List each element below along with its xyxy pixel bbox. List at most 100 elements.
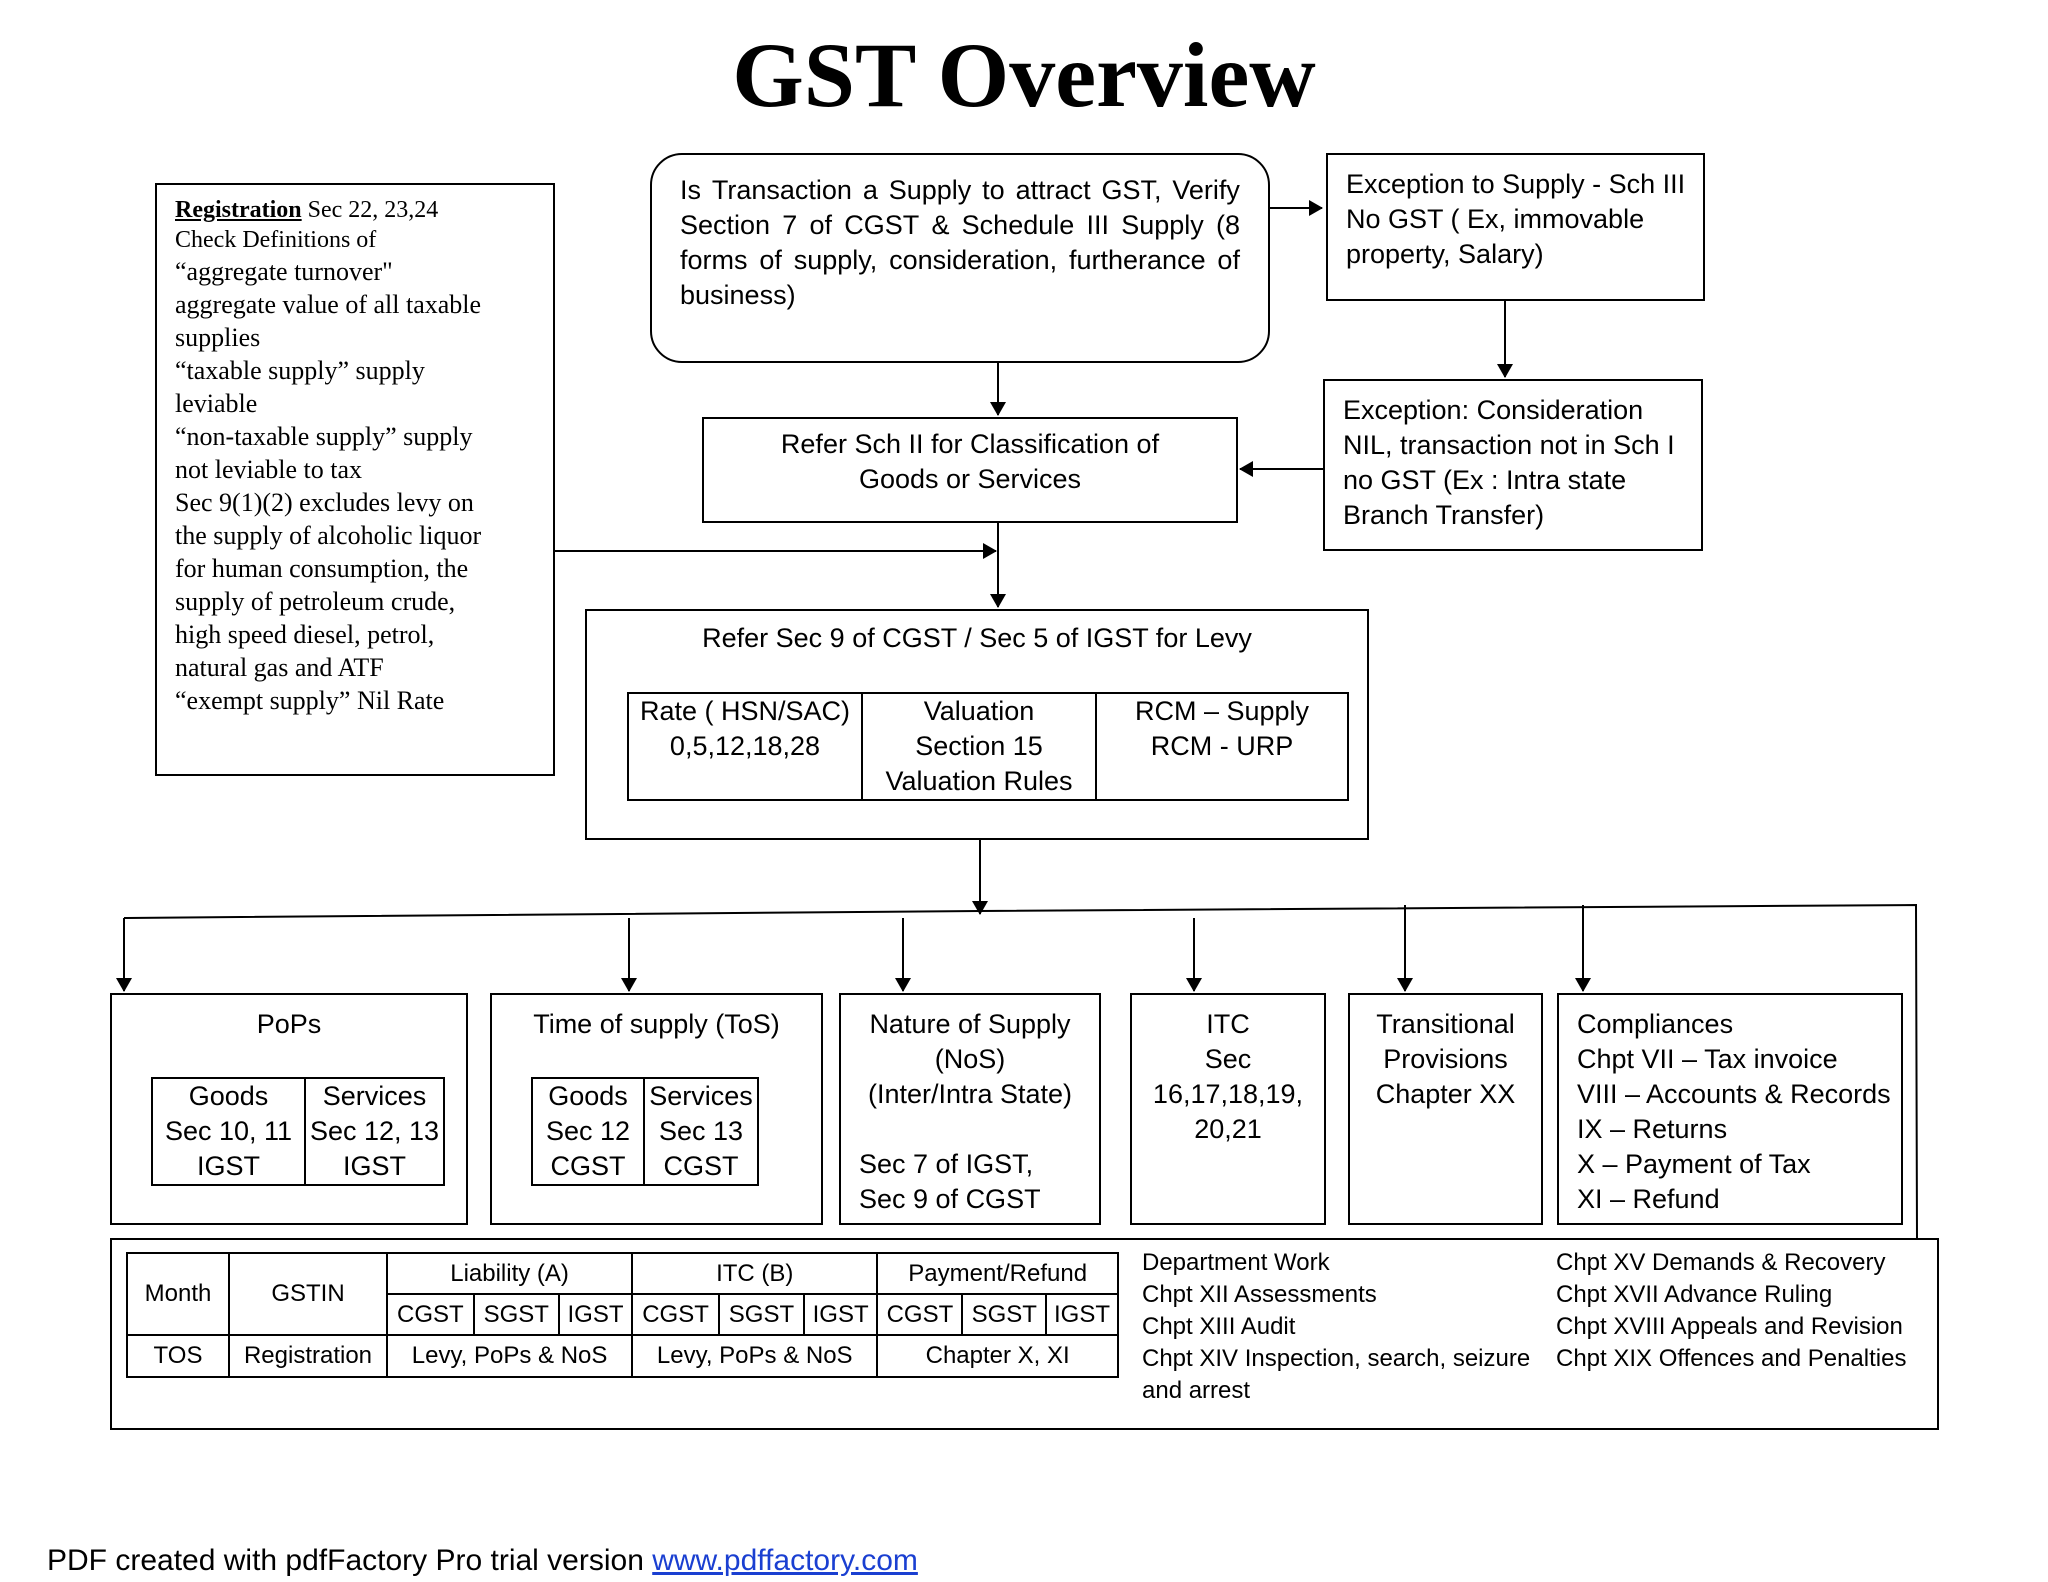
levy-box: Refer Sec 9 of CGST / Sec 5 of IGST for …: [585, 609, 1369, 840]
returns-row-liability: Levy, PoPs & NoS: [385, 1334, 634, 1378]
tos-services-line: CGST: [663, 1151, 739, 1181]
compliances-line: XI – Refund: [1577, 1184, 1720, 1214]
registration-line: not leviable to tax: [175, 455, 363, 484]
exception-consideration-line: no GST (Ex : Intra state: [1343, 465, 1627, 495]
levy-rate-line: 0,5,12,18,28: [669, 731, 821, 761]
footer-text: PDF created with pdfFactory Pro trial ve…: [47, 1544, 653, 1577]
transitional-line: Provisions: [1383, 1044, 1508, 1074]
returns-gstin-header: GSTIN: [228, 1252, 388, 1336]
tos-goods-line: Sec 12: [545, 1116, 631, 1146]
registration-box: Registration Sec 22, 23,24 Check Definit…: [155, 183, 555, 776]
levy-rcm-line: RCM - URP: [1150, 731, 1294, 761]
chapter-line: Chpt XIX Offences and Penalties: [1556, 1345, 1907, 1372]
chapter-line: Chpt XV Demands & Recovery: [1556, 1249, 1886, 1276]
returns-tax-header: SGST: [961, 1293, 1047, 1336]
classification-line: Goods or Services: [858, 464, 1082, 494]
returns-tax-header: CGST: [876, 1293, 964, 1336]
returns-tax-header: SGST: [472, 1293, 560, 1336]
compliances-box: Compliances Chpt VII – Tax invoice VIII …: [1557, 993, 1903, 1225]
tos-box: Time of supply (ToS) Goods Sec 12 CGST S…: [490, 993, 823, 1225]
nos-box: Nature of Supply (NoS) (Inter/Intra Stat…: [839, 993, 1101, 1225]
pops-table: Goods Sec 10, 11 IGST Services Sec 12, 1…: [151, 1077, 445, 1186]
classification-line: Refer Sch II for Classification of: [780, 429, 1160, 459]
itc-line: 16,17,18,19,: [1152, 1079, 1304, 1109]
levy-valuation-line: Valuation: [923, 696, 1035, 726]
itc-line: 20,21: [1194, 1114, 1262, 1144]
registration-heading: Registration: [175, 197, 302, 223]
classification-box: Refer Sch II for Classification of Goods…: [702, 417, 1238, 523]
registration-line: “taxable supply” supply: [175, 356, 425, 385]
exception-supply-box: Exception to Supply - Sch III No GST ( E…: [1326, 153, 1705, 301]
returns-month-header: Month: [126, 1252, 230, 1336]
registration-line: aggregate value of all taxable: [175, 290, 482, 319]
registration-line: supply of petroleum crude,: [175, 587, 456, 616]
registration-line: “non-taxable supply” supply: [175, 422, 473, 451]
department-work-list: Department Work Chpt XII Assessments Chp…: [1142, 1247, 1547, 1407]
levy-rcm-cell: RCM – Supply RCM - URP: [1095, 692, 1349, 801]
registration-line: supplies: [175, 323, 261, 352]
pops-services-cell: Services Sec 12, 13 IGST: [304, 1077, 445, 1186]
compliances-line: Compliances: [1577, 1009, 1734, 1039]
levy-rate-cell: Rate ( HSN/SAC) 0,5,12,18,28: [627, 692, 863, 801]
exception-supply-line: No GST ( Ex, immovable: [1346, 204, 1645, 234]
registration-line: “exempt supply” Nil Rate: [175, 686, 445, 715]
footer-link[interactable]: www.pdffactory.com: [652, 1544, 918, 1577]
returns-tax-header: IGST: [557, 1293, 634, 1336]
compliances-line: X – Payment of Tax: [1577, 1149, 1811, 1179]
exception-consideration-box: Exception: Consideration NIL, transactio…: [1323, 379, 1703, 551]
registration-line: Sec 9(1)(2) excludes levy on: [175, 488, 474, 517]
tos-services-cell: Services Sec 13 CGST: [643, 1077, 759, 1186]
compliances-line: VIII – Accounts & Records: [1577, 1079, 1891, 1109]
pops-services-line: IGST: [342, 1151, 406, 1181]
returns-itc-header: ITC (B): [631, 1252, 879, 1295]
supply-question-line: business): [680, 280, 796, 310]
registration-heading-line: Registration Sec 22, 23,24: [175, 195, 537, 225]
department-line: Chpt XIII Audit: [1142, 1313, 1296, 1340]
returns-tax-header: CGST: [631, 1293, 720, 1336]
returns-row-gstin: Registration: [228, 1334, 388, 1378]
registration-line: “aggregate turnover": [175, 257, 393, 286]
pops-goods-line: Sec 10, 11: [164, 1116, 293, 1146]
pops-goods-line: Goods: [188, 1081, 269, 1111]
returns-tax-header: SGST: [717, 1293, 806, 1336]
exception-consideration-line: Branch Transfer): [1343, 500, 1545, 530]
chapters-list: Chpt XV Demands & Recovery Chpt XVII Adv…: [1556, 1247, 1936, 1375]
registration-line: high speed diesel, petrol,: [175, 620, 435, 649]
exception-supply-line: property, Salary): [1346, 239, 1544, 269]
levy-rcm-line: RCM – Supply: [1134, 696, 1310, 726]
nos-line: (Inter/Intra State): [867, 1079, 1073, 1109]
chapter-line: Chpt XVIII Appeals and Revision: [1556, 1313, 1903, 1340]
registration-heading-refs: Sec 22, 23,24: [307, 197, 439, 223]
levy-title: Refer Sec 9 of CGST / Sec 5 of IGST for …: [702, 623, 1252, 653]
levy-rate-line: Rate ( HSN/SAC): [639, 696, 851, 726]
returns-row-month: TOS: [126, 1334, 230, 1378]
itc-line: Sec: [1204, 1044, 1252, 1074]
page-title: GST Overview: [732, 24, 1316, 126]
registration-line: Check Definitions of: [175, 227, 377, 253]
tos-services-line: Services: [649, 1081, 753, 1111]
registration-line: leviable: [175, 389, 258, 418]
returns-table: Month GSTIN Liability (A) ITC (B) Paymen…: [126, 1252, 1119, 1378]
tos-goods-line: Goods: [548, 1081, 628, 1111]
tos-services-line: Sec 13: [658, 1116, 744, 1146]
transitional-line: Transitional: [1376, 1009, 1515, 1039]
exception-consideration-line: Exception: Consideration: [1343, 395, 1644, 425]
returns-row-payment: Chapter X, XI: [876, 1334, 1119, 1378]
nos-line: (NoS): [934, 1044, 1006, 1074]
chapter-line: Chpt XVII Advance Ruling: [1556, 1281, 1833, 1308]
levy-valuation-line: Valuation Rules: [885, 766, 1073, 796]
returns-tax-header: CGST: [386, 1293, 475, 1336]
returns-liability-header: Liability (A): [385, 1252, 634, 1295]
department-line: Department Work: [1142, 1249, 1330, 1276]
levy-valuation-cell: Valuation Section 15 Valuation Rules: [861, 692, 1097, 801]
pops-box: PoPs Goods Sec 10, 11 IGST Services Sec …: [110, 993, 468, 1225]
bottom-section: Month GSTIN Liability (A) ITC (B) Paymen…: [110, 1238, 1939, 1430]
distribution-bus: [123, 903, 1918, 1239]
itc-line: ITC: [1206, 1009, 1250, 1039]
compliances-line: Chpt VII – Tax invoice: [1577, 1044, 1838, 1074]
tos-goods-line: CGST: [550, 1151, 626, 1181]
